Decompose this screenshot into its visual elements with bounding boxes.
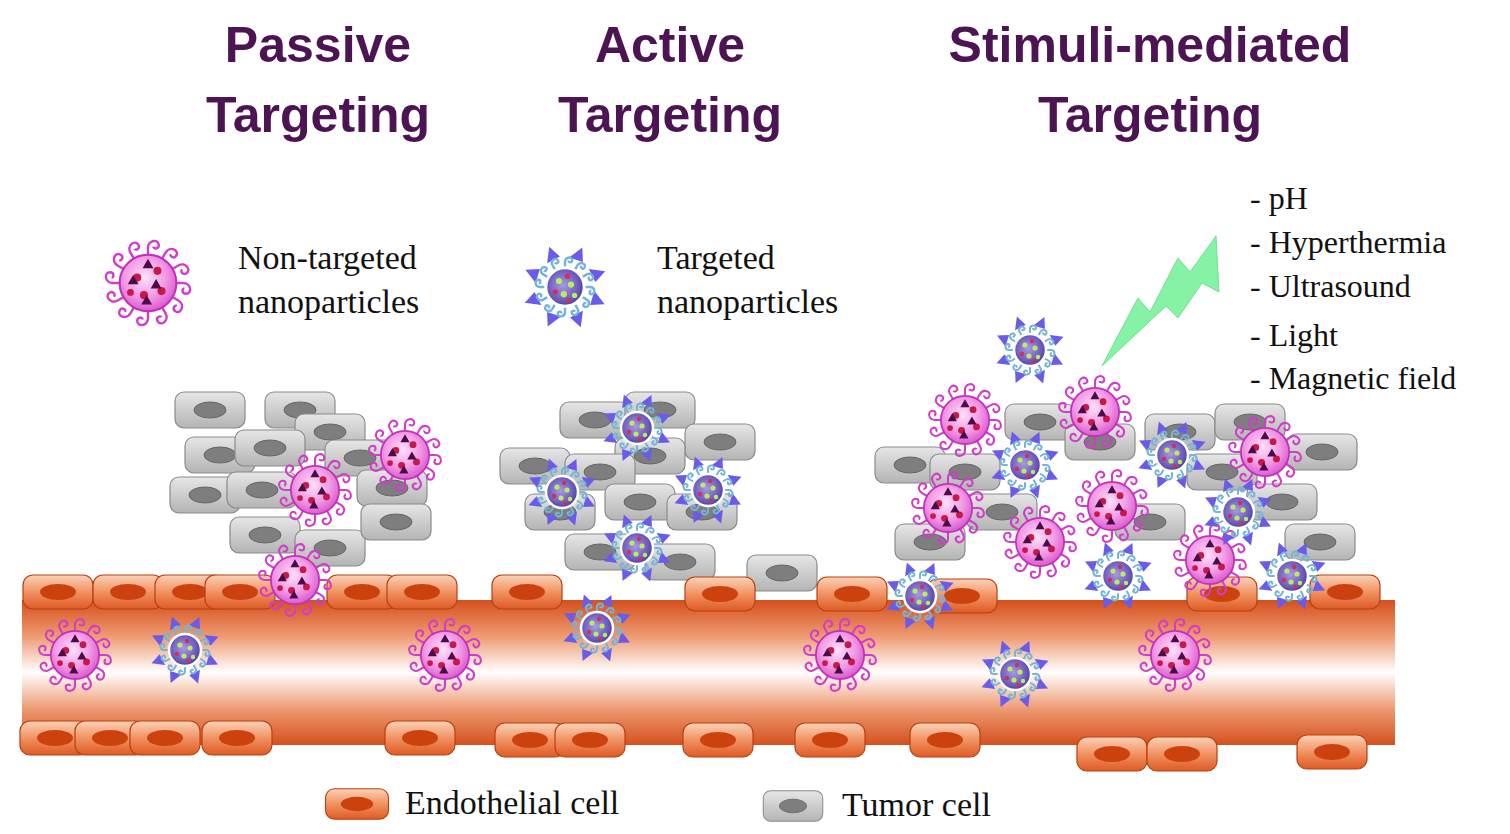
legend-sample-endothelial	[326, 789, 389, 820]
stimulus-item: - pH	[1250, 179, 1308, 217]
column-heading: Active Targeting	[520, 10, 820, 150]
tumor-cells	[170, 392, 1357, 591]
legend-sample-targeted	[522, 244, 608, 330]
legend-text: Endothelial cell	[405, 782, 619, 824]
legend-text: Tumor cell	[842, 784, 991, 826]
stimulus-item: - Magnetic field	[1250, 359, 1456, 397]
lightning-bolt	[1102, 236, 1219, 366]
column-heading: Passive Targeting	[168, 10, 468, 150]
targeted-nanoparticles	[149, 314, 1327, 709]
non-targeted-nanoparticles	[39, 376, 1301, 691]
legend-sample-tumor	[763, 791, 823, 822]
legend-sample-non-targeted	[106, 241, 190, 325]
legend-text: Non-targeted nanoparticles	[238, 236, 453, 324]
legend-text: Targeted nanoparticles	[657, 236, 872, 324]
stimulus-item: - Hyperthermia	[1250, 223, 1446, 261]
endothelial-cells	[20, 575, 1380, 771]
column-heading: Stimuli-mediated Targeting	[915, 10, 1385, 150]
stimulus-item: - Light	[1250, 316, 1338, 354]
stimulus-item: - Ultrasound	[1250, 267, 1411, 305]
